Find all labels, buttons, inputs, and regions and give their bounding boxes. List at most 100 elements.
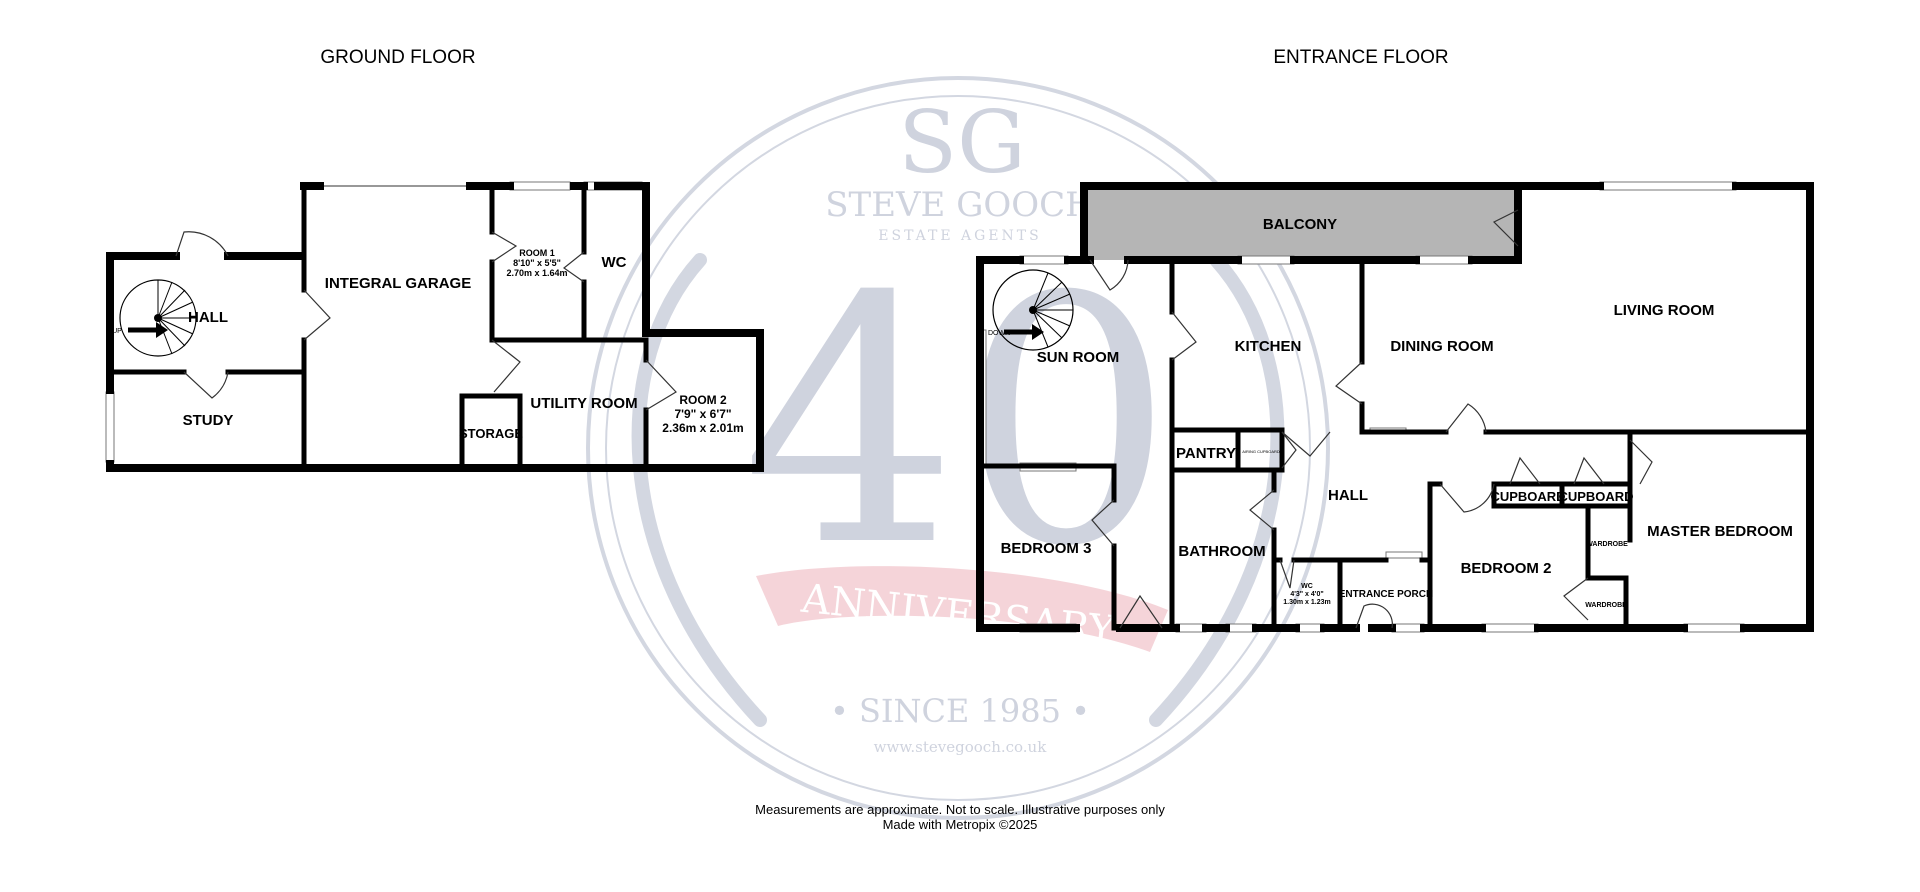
study-door bbox=[183, 371, 229, 399]
stairs-down-label: DOWN bbox=[988, 330, 1010, 337]
bedroom-2-label: BEDROOM 2 bbox=[1461, 560, 1552, 577]
cupboard-b-label: CUPBOARD bbox=[1558, 489, 1633, 504]
ground-spiral-stairs-icon bbox=[119, 279, 197, 357]
footer-disclaimer: Measurements are approximate. Not to sca… bbox=[755, 802, 1165, 817]
kitchen-label: KITCHEN bbox=[1235, 338, 1302, 355]
stairs-down-arrow-icon bbox=[1032, 324, 1044, 340]
hall-garage-door bbox=[303, 289, 331, 341]
watermark: SG STEVE GOOCH ESTATE AGENTS 40 ANNIVERS… bbox=[586, 76, 1330, 820]
wc-door bbox=[562, 251, 585, 283]
wardrobe-top-wall bbox=[1585, 503, 1633, 543]
bedroom3-top-wall bbox=[977, 463, 1117, 503]
ground-stairs-up-label: UP bbox=[112, 328, 122, 335]
cupboard-b-door bbox=[1573, 456, 1605, 485]
wardrobe-walls bbox=[1585, 503, 1629, 631]
watermark-inner-ring bbox=[605, 95, 1311, 801]
wc-door bbox=[1279, 559, 1295, 589]
study-label: STUDY bbox=[183, 412, 234, 429]
watermark-since: • SINCE 1985 • bbox=[830, 692, 1090, 730]
pantry-label: PANTRY bbox=[1176, 445, 1236, 462]
wc-window bbox=[1295, 623, 1325, 633]
room1-metric-label: 2.70m x 1.64m bbox=[506, 268, 567, 278]
dining-window bbox=[1415, 255, 1473, 265]
room1-imperial-label: 8'10" x 5'5" bbox=[513, 258, 561, 268]
utility-room-label: UTILITY ROOM bbox=[530, 395, 637, 412]
bathroom-top-wall bbox=[1169, 467, 1277, 493]
bathroom-label: BATHROOM bbox=[1178, 543, 1265, 560]
bathroom-window-1 bbox=[1175, 623, 1207, 633]
cupboard-a-door bbox=[1509, 456, 1541, 485]
bedroom-3-label: BEDROOM 3 bbox=[1001, 540, 1092, 557]
balcony-area bbox=[1084, 186, 1518, 260]
left-outer-wall bbox=[976, 256, 1080, 632]
hall-front-door bbox=[175, 231, 229, 257]
sunroom-balcony-door bbox=[1089, 259, 1129, 291]
sun-room-label: SUN ROOM bbox=[1037, 349, 1120, 366]
master-bedroom-window bbox=[1683, 623, 1745, 633]
watermark-outer-ring bbox=[586, 76, 1330, 820]
room2-door bbox=[645, 359, 677, 411]
entrance-spiral-stairs-icon bbox=[992, 269, 1074, 351]
study-window bbox=[105, 391, 115, 463]
watermark-tagline: ESTATE AGENTS bbox=[878, 228, 1041, 244]
balcony-label: BALCONY bbox=[1263, 216, 1337, 233]
room2-metric-label: 2.36m x 2.01m bbox=[662, 421, 743, 435]
room1-door bbox=[491, 231, 518, 263]
entrance-floor-title: ENTRANCE FLOOR bbox=[1273, 47, 1448, 68]
room1-name-label: ROOM 1 bbox=[519, 248, 555, 258]
wc-metric-label: 1.30m x 1.23m bbox=[1283, 599, 1330, 606]
wardrobe-a-label: WARDROBE bbox=[1586, 541, 1628, 548]
bedroom2-window bbox=[1481, 623, 1539, 633]
utility-door bbox=[491, 339, 521, 393]
living-hall-door bbox=[1445, 403, 1487, 433]
bathroom-window-2 bbox=[1225, 623, 1257, 633]
kitchen-door bbox=[1171, 311, 1197, 361]
ground-hall-label: HALL bbox=[188, 309, 228, 326]
watermark-url: www.stevegooch.co.uk bbox=[874, 738, 1048, 756]
living-room-label: LIVING ROOM bbox=[1614, 302, 1715, 319]
footer-credit: Made with Metropix ©2025 bbox=[883, 817, 1038, 832]
sunroom-outer-door bbox=[1119, 594, 1163, 629]
hall-outer-wall bbox=[106, 252, 180, 394]
room2-imperial-label: 7'9" x 6'7" bbox=[674, 407, 731, 421]
dining-room-label: DINING ROOM bbox=[1390, 338, 1493, 355]
bedroom3-door bbox=[1091, 499, 1115, 547]
airing-cupboard-label: AIRING CUPBOARD bbox=[1242, 449, 1280, 454]
dining-door bbox=[1335, 361, 1363, 405]
ground-floor-title: GROUND FLOOR bbox=[320, 47, 475, 68]
ground-outer-wall bbox=[106, 182, 764, 472]
ground-floor-plan: UP HALL STUDY INTEGRAL GARAGE ROOM 1 8'1… bbox=[105, 181, 764, 472]
porch-inner-window bbox=[1385, 551, 1423, 559]
bathroom-door bbox=[1249, 489, 1275, 531]
storage-label: STORAGE bbox=[459, 426, 523, 441]
room1-window bbox=[509, 181, 571, 191]
storage-walls bbox=[459, 393, 523, 471]
living-right-wall bbox=[1732, 182, 1814, 632]
porch-front-door bbox=[1355, 603, 1393, 629]
bedroom2-door bbox=[1439, 483, 1495, 513]
watermark-company: STEVE GOOCH bbox=[825, 185, 1095, 225]
wardrobe-b-label: WARDROBE bbox=[1585, 602, 1627, 609]
hall-kitchen-door bbox=[1281, 431, 1331, 457]
porch-window bbox=[1391, 623, 1425, 633]
master-bedroom-label: MASTER BEDROOM bbox=[1647, 523, 1793, 540]
watermark-number: 40 bbox=[742, 225, 1175, 621]
entrance-hall-label: HALL bbox=[1328, 487, 1368, 504]
sunroom-window-top bbox=[1019, 255, 1069, 265]
living-room-window bbox=[1599, 181, 1737, 191]
watermark-monogram: SG bbox=[898, 93, 1026, 193]
watermark-ribbon bbox=[756, 566, 1168, 652]
ground-wc-label: WC bbox=[602, 254, 627, 271]
master-bedroom-door bbox=[1629, 439, 1653, 485]
cupboard-a-label: CUPBOARD bbox=[1490, 489, 1565, 504]
wc-imperial-label: 4'3" x 4'0" bbox=[1290, 591, 1323, 598]
airing-cupboard-door bbox=[1281, 431, 1297, 469]
integral-garage-label: INTEGRAL GARAGE bbox=[325, 275, 471, 292]
living-balcony-door bbox=[1492, 209, 1519, 247]
stairs-arrow-icon bbox=[156, 322, 168, 338]
entrance-porch-label: ENTRANCE PORCH bbox=[1339, 589, 1433, 600]
balcony-walls bbox=[1080, 182, 1522, 264]
wardrobe-b-door bbox=[1563, 577, 1589, 621]
